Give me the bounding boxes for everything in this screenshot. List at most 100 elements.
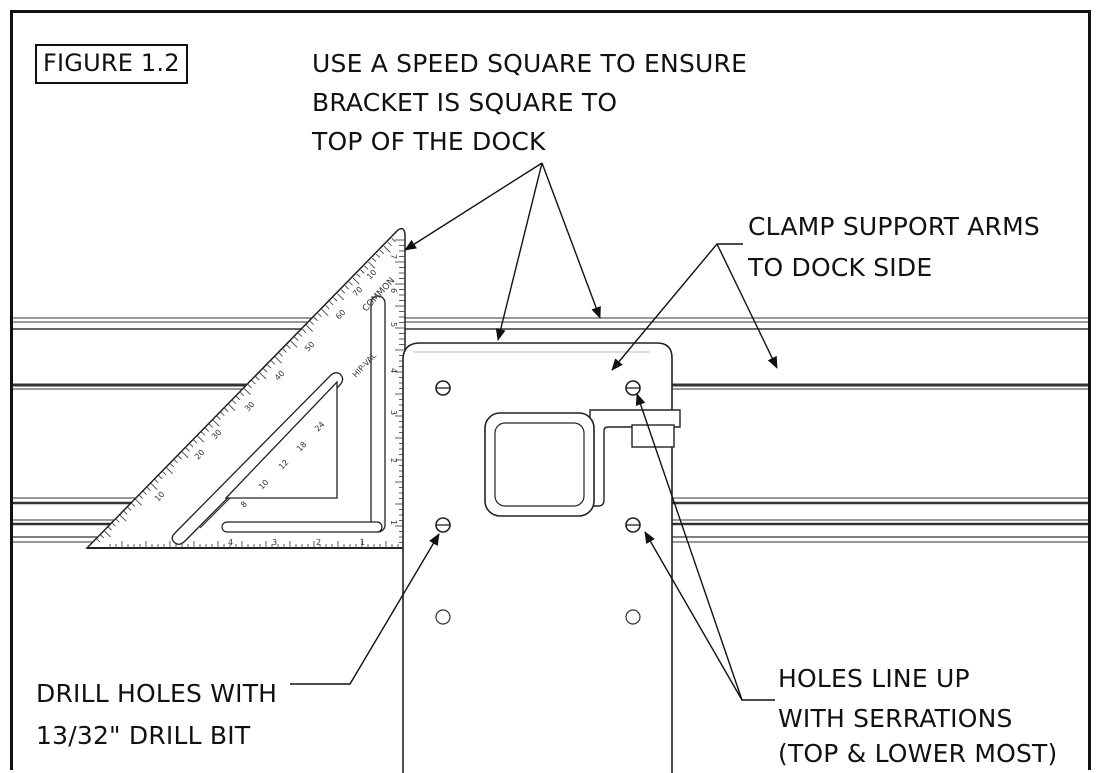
scale-tick xyxy=(274,356,282,364)
scale-tick xyxy=(263,368,268,373)
scale-tick xyxy=(364,265,369,270)
scale-tick xyxy=(391,238,396,243)
scale-tick xyxy=(232,399,237,405)
svg-text:4: 4 xyxy=(228,538,233,547)
leader-lines xyxy=(290,162,778,701)
drill-holes-leader xyxy=(290,533,440,685)
scale-tick xyxy=(111,522,116,527)
scale-tick xyxy=(173,459,178,464)
speed-square-callout-line-3: TOP OF THE DOCK xyxy=(312,127,546,156)
scale-tick xyxy=(305,324,313,332)
scale-tick xyxy=(208,423,213,428)
scale-tick xyxy=(197,435,205,443)
svg-text:2: 2 xyxy=(389,458,398,463)
scale-tick xyxy=(360,269,365,274)
holes-line-up-callout-line-2: WITH SERRATIONS xyxy=(778,704,1013,733)
scale-tick xyxy=(368,261,376,269)
scale-tick xyxy=(387,241,392,247)
scale-tick xyxy=(243,388,251,396)
scale-tick xyxy=(294,336,299,341)
scale-tick xyxy=(247,384,252,389)
scale-tick xyxy=(96,538,101,543)
svg-text:8: 8 xyxy=(239,499,249,509)
scale-tick xyxy=(286,344,291,349)
scale-tick xyxy=(340,289,346,294)
scale-tick xyxy=(115,518,120,523)
scale-tick xyxy=(348,281,353,286)
scale-tick xyxy=(317,313,322,318)
scale-tick xyxy=(154,478,159,484)
scale-tick xyxy=(356,273,361,278)
scale-tick xyxy=(298,332,303,337)
figure-frame xyxy=(10,10,1091,770)
square-tube-opening xyxy=(484,412,595,517)
clamp-arms-callout-line-2: TO DOCK SIDE xyxy=(748,253,933,282)
scale-tick xyxy=(146,486,151,491)
scale-tick xyxy=(372,257,377,262)
scale-tick xyxy=(166,467,174,475)
speed-square-leader-3 xyxy=(541,162,601,319)
scale-tick xyxy=(255,376,260,381)
svg-text:3: 3 xyxy=(272,538,277,547)
svg-text:1: 1 xyxy=(360,538,365,547)
scale-tick xyxy=(259,372,267,380)
holes-line-up-callout-line-1: HOLES LINE UP xyxy=(778,664,970,693)
drill-holes-callout-line-2: 13/32" DRILL BIT xyxy=(36,721,251,750)
scale-tick xyxy=(302,328,307,333)
scale-tick xyxy=(103,530,111,538)
scale-tick xyxy=(169,463,175,468)
svg-text:3: 3 xyxy=(389,410,398,415)
scale-tick xyxy=(352,277,360,285)
speed-square-callout-line-1: USE A SPEED SQUARE TO ENSURE xyxy=(312,49,748,78)
scale-tick xyxy=(220,411,225,416)
scale-tick xyxy=(131,502,136,507)
drill-holes-callout-line-1: DRILL HOLES WITH xyxy=(36,679,278,708)
scale-tick xyxy=(267,364,272,369)
scale-tick xyxy=(278,352,283,357)
scale-tick xyxy=(282,348,287,353)
svg-text:2: 2 xyxy=(316,538,321,547)
scale-tick xyxy=(142,490,147,495)
clamp-arms-leader-2 xyxy=(716,243,778,369)
clamp-arm-tab xyxy=(589,409,681,507)
speed-square-leader-1 xyxy=(404,162,543,251)
scale-tick xyxy=(344,285,349,290)
scale-tick xyxy=(107,526,112,531)
clamp-arms-callout-line-1: CLAMP SUPPORT ARMS xyxy=(748,212,1040,241)
scale-tick xyxy=(228,403,236,411)
scale-tick xyxy=(251,380,256,385)
svg-text:1: 1 xyxy=(389,520,398,525)
scale-tick xyxy=(119,514,127,522)
svg-text:4: 4 xyxy=(389,368,398,373)
scale-tick xyxy=(138,494,143,499)
scale-tick xyxy=(290,340,298,348)
speed-square-leader-2 xyxy=(495,162,543,341)
scale-tick xyxy=(325,305,330,310)
scale-tick xyxy=(337,293,345,301)
figure-label: FIGURE 1.2 xyxy=(35,44,188,84)
svg-text:7: 7 xyxy=(389,254,398,259)
speed-square-callout-line-2: BRACKET IS SQUARE TO xyxy=(312,88,618,117)
scale-tick xyxy=(127,506,132,511)
scale-tick xyxy=(150,482,158,490)
holes-line-up-leader-2 xyxy=(644,531,743,701)
scale-tick xyxy=(204,427,210,432)
scale-tick xyxy=(158,475,163,480)
bracket-plate xyxy=(402,342,673,773)
scale-tick xyxy=(99,534,105,539)
holes-line-up-callout-line-3: (TOP & LOWER MOST) xyxy=(778,739,1058,768)
scale-tick xyxy=(181,451,189,459)
scale-tick xyxy=(162,471,167,476)
scale-tick xyxy=(235,396,241,401)
scale-tick xyxy=(224,407,229,412)
scale-tick xyxy=(333,297,338,302)
scale-tick xyxy=(134,498,142,506)
scale-tick xyxy=(329,301,334,306)
scale-tick xyxy=(383,245,391,253)
scale-tick xyxy=(123,510,128,515)
scale-tick xyxy=(201,431,206,436)
scale-tick xyxy=(193,439,198,444)
scale-tick xyxy=(185,447,190,452)
speed-square xyxy=(85,227,406,549)
